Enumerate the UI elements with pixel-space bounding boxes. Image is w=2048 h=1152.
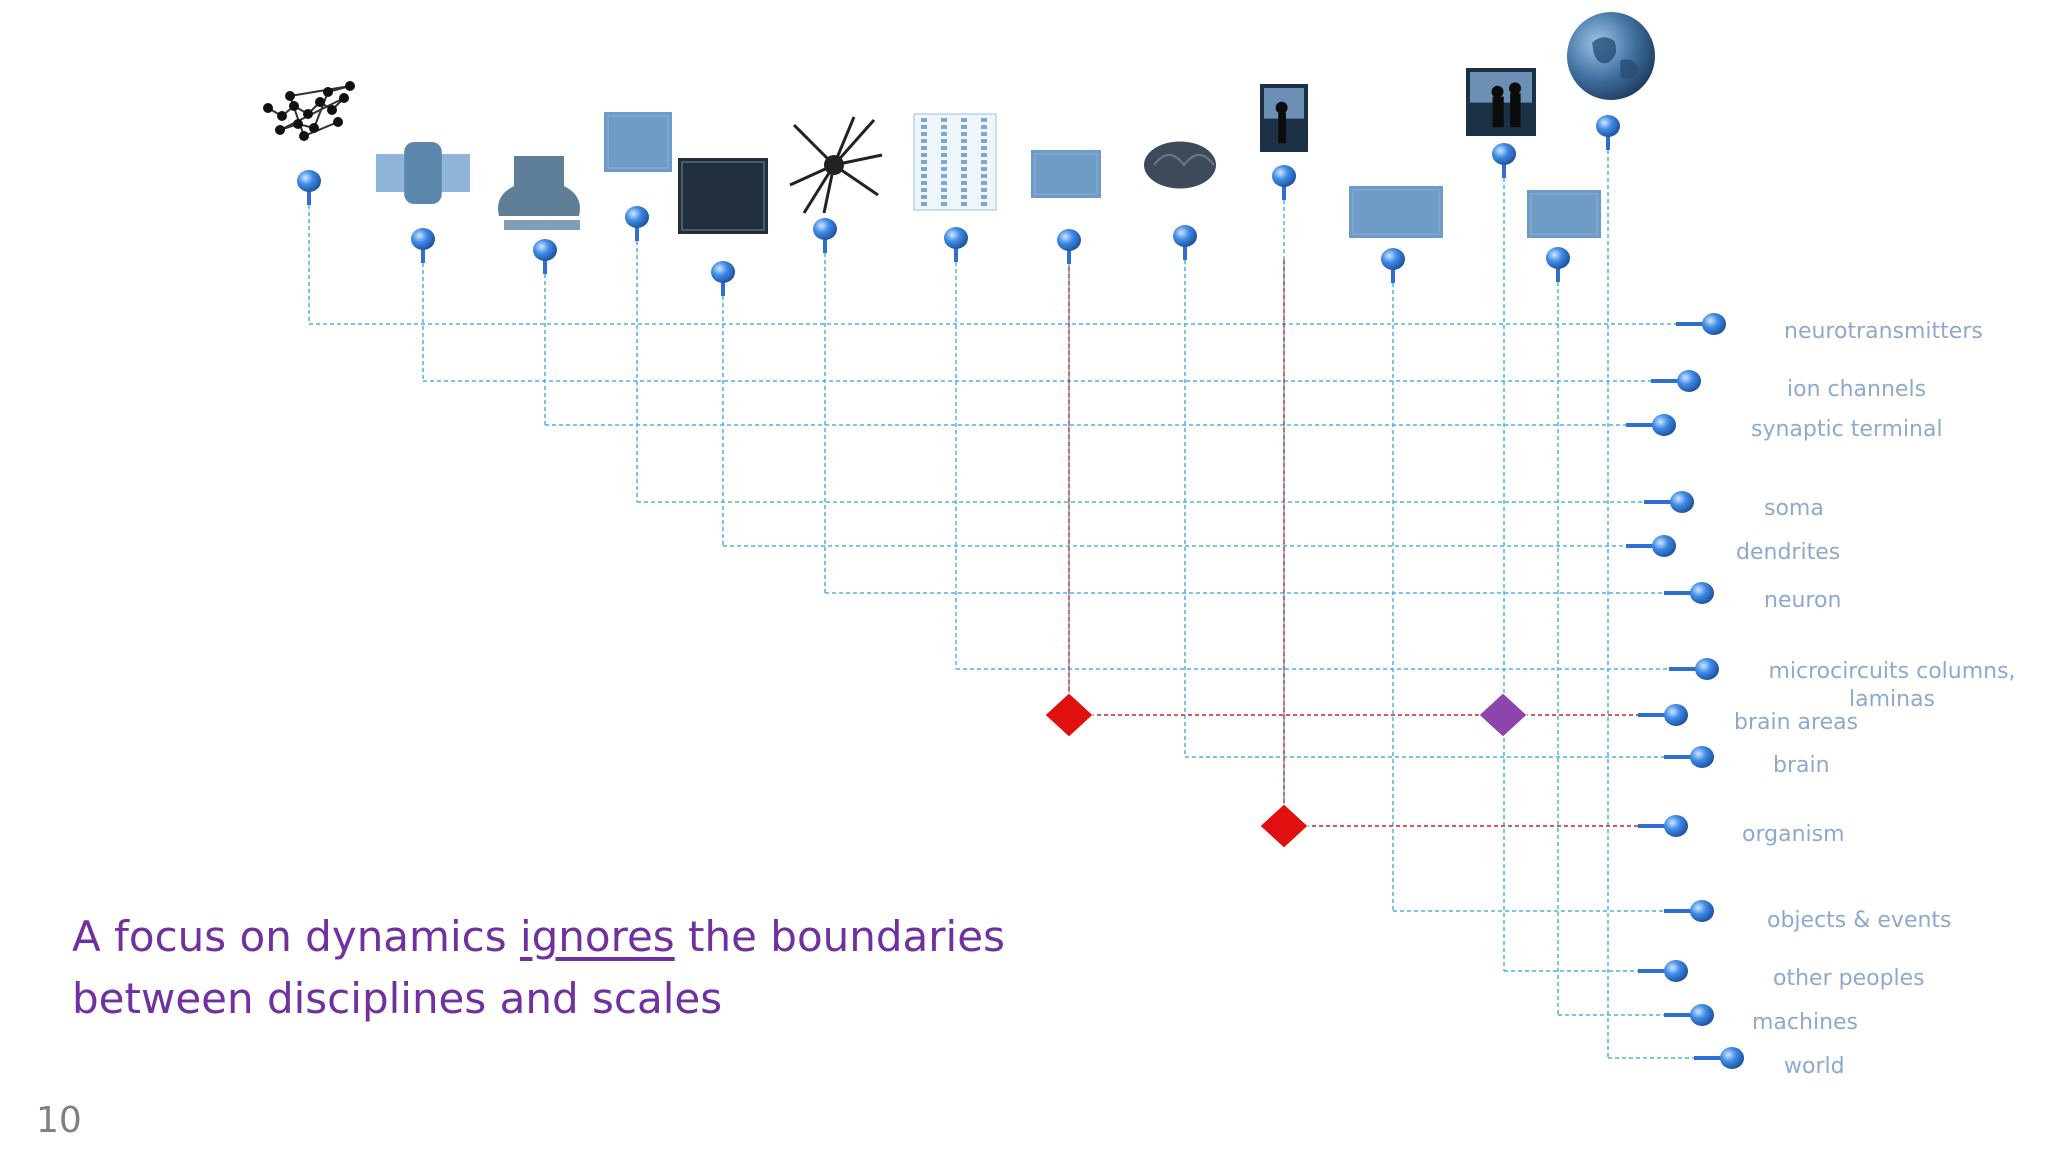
scale-label: ion channels xyxy=(1787,377,1927,402)
pushpin-icon xyxy=(1596,115,1620,150)
pushpin-icon xyxy=(711,261,735,296)
pushpin-icon xyxy=(1669,658,1719,680)
scale-label: dendrites xyxy=(1736,540,1841,565)
pushpin-icon xyxy=(813,218,837,253)
person-icon xyxy=(1260,84,1308,152)
scale-label: soma xyxy=(1764,496,1824,521)
ion-channel-icon xyxy=(376,142,470,204)
synapse-icon xyxy=(498,156,580,230)
page-number: 10 xyxy=(36,1100,82,1141)
pushpin-icon xyxy=(1546,247,1570,282)
pushpin-icon xyxy=(1626,535,1676,557)
pushpin-icon xyxy=(297,170,321,205)
neuron-icon xyxy=(789,116,883,214)
scale-label: organism xyxy=(1742,822,1845,847)
objects-icon xyxy=(1349,186,1443,238)
pushpin-icon xyxy=(1492,143,1516,178)
red-diamond-marker xyxy=(1044,692,1094,738)
caption: A focus on dynamics ignores the boundari… xyxy=(72,906,1072,1030)
scale-label: other peoples xyxy=(1773,966,1925,991)
pushpin-icon xyxy=(1694,1047,1744,1069)
pushpin-icon xyxy=(1638,960,1688,982)
scale-label: brain areas xyxy=(1734,710,1859,735)
brain-area-icon xyxy=(1031,150,1101,198)
microcircuit-icon xyxy=(913,113,997,211)
scale-label: neuron xyxy=(1764,588,1842,613)
pushpin-icon xyxy=(1626,414,1676,436)
caption-text-end: the boundaries between disciplines and s… xyxy=(72,912,1005,1023)
pushpin-icon xyxy=(1664,900,1714,922)
pushpin-icon xyxy=(1638,815,1688,837)
scale-label: synaptic terminal xyxy=(1751,417,1943,442)
pushpin-icon xyxy=(944,227,968,262)
pushpin-icon xyxy=(411,228,435,263)
pushpin-icon xyxy=(533,239,557,274)
scale-label: neurotransmitters xyxy=(1784,319,1983,344)
dendrite-icon xyxy=(678,158,768,234)
pushpin-icon xyxy=(1638,704,1688,726)
globe-icon xyxy=(1567,12,1655,100)
machine-icon xyxy=(1527,190,1601,238)
brain-icon xyxy=(1144,141,1216,189)
red-diamond-marker xyxy=(1259,803,1309,849)
people-icon xyxy=(1466,68,1536,136)
scale-label: objects & events xyxy=(1767,908,1952,933)
molecule-icon xyxy=(263,81,355,141)
purple-diamond-marker xyxy=(1478,692,1528,738)
caption-text: A focus on dynamics xyxy=(72,912,520,961)
scale-label: brain xyxy=(1773,753,1830,778)
pushpin-icon xyxy=(625,206,649,241)
scale-label: world xyxy=(1784,1054,1845,1079)
pushpin-icon xyxy=(1664,746,1714,768)
pushpin-icon xyxy=(1173,225,1197,260)
caption-emphasis: ignores xyxy=(519,912,675,961)
pushpin-icon xyxy=(1057,229,1081,264)
scale-label: microcircuits columns, laminas xyxy=(1768,659,2016,712)
pushpin-icon xyxy=(1664,582,1714,604)
pushpin-icon xyxy=(1381,248,1405,283)
pushpin-icon xyxy=(1664,1004,1714,1026)
pushpin-icon xyxy=(1651,370,1701,392)
pushpin-icon xyxy=(1272,165,1296,200)
pushpin-icon xyxy=(1644,491,1694,513)
soma-icon xyxy=(604,112,672,172)
scale-label: machines xyxy=(1752,1010,1859,1035)
pushpin-icon xyxy=(1676,313,1726,335)
